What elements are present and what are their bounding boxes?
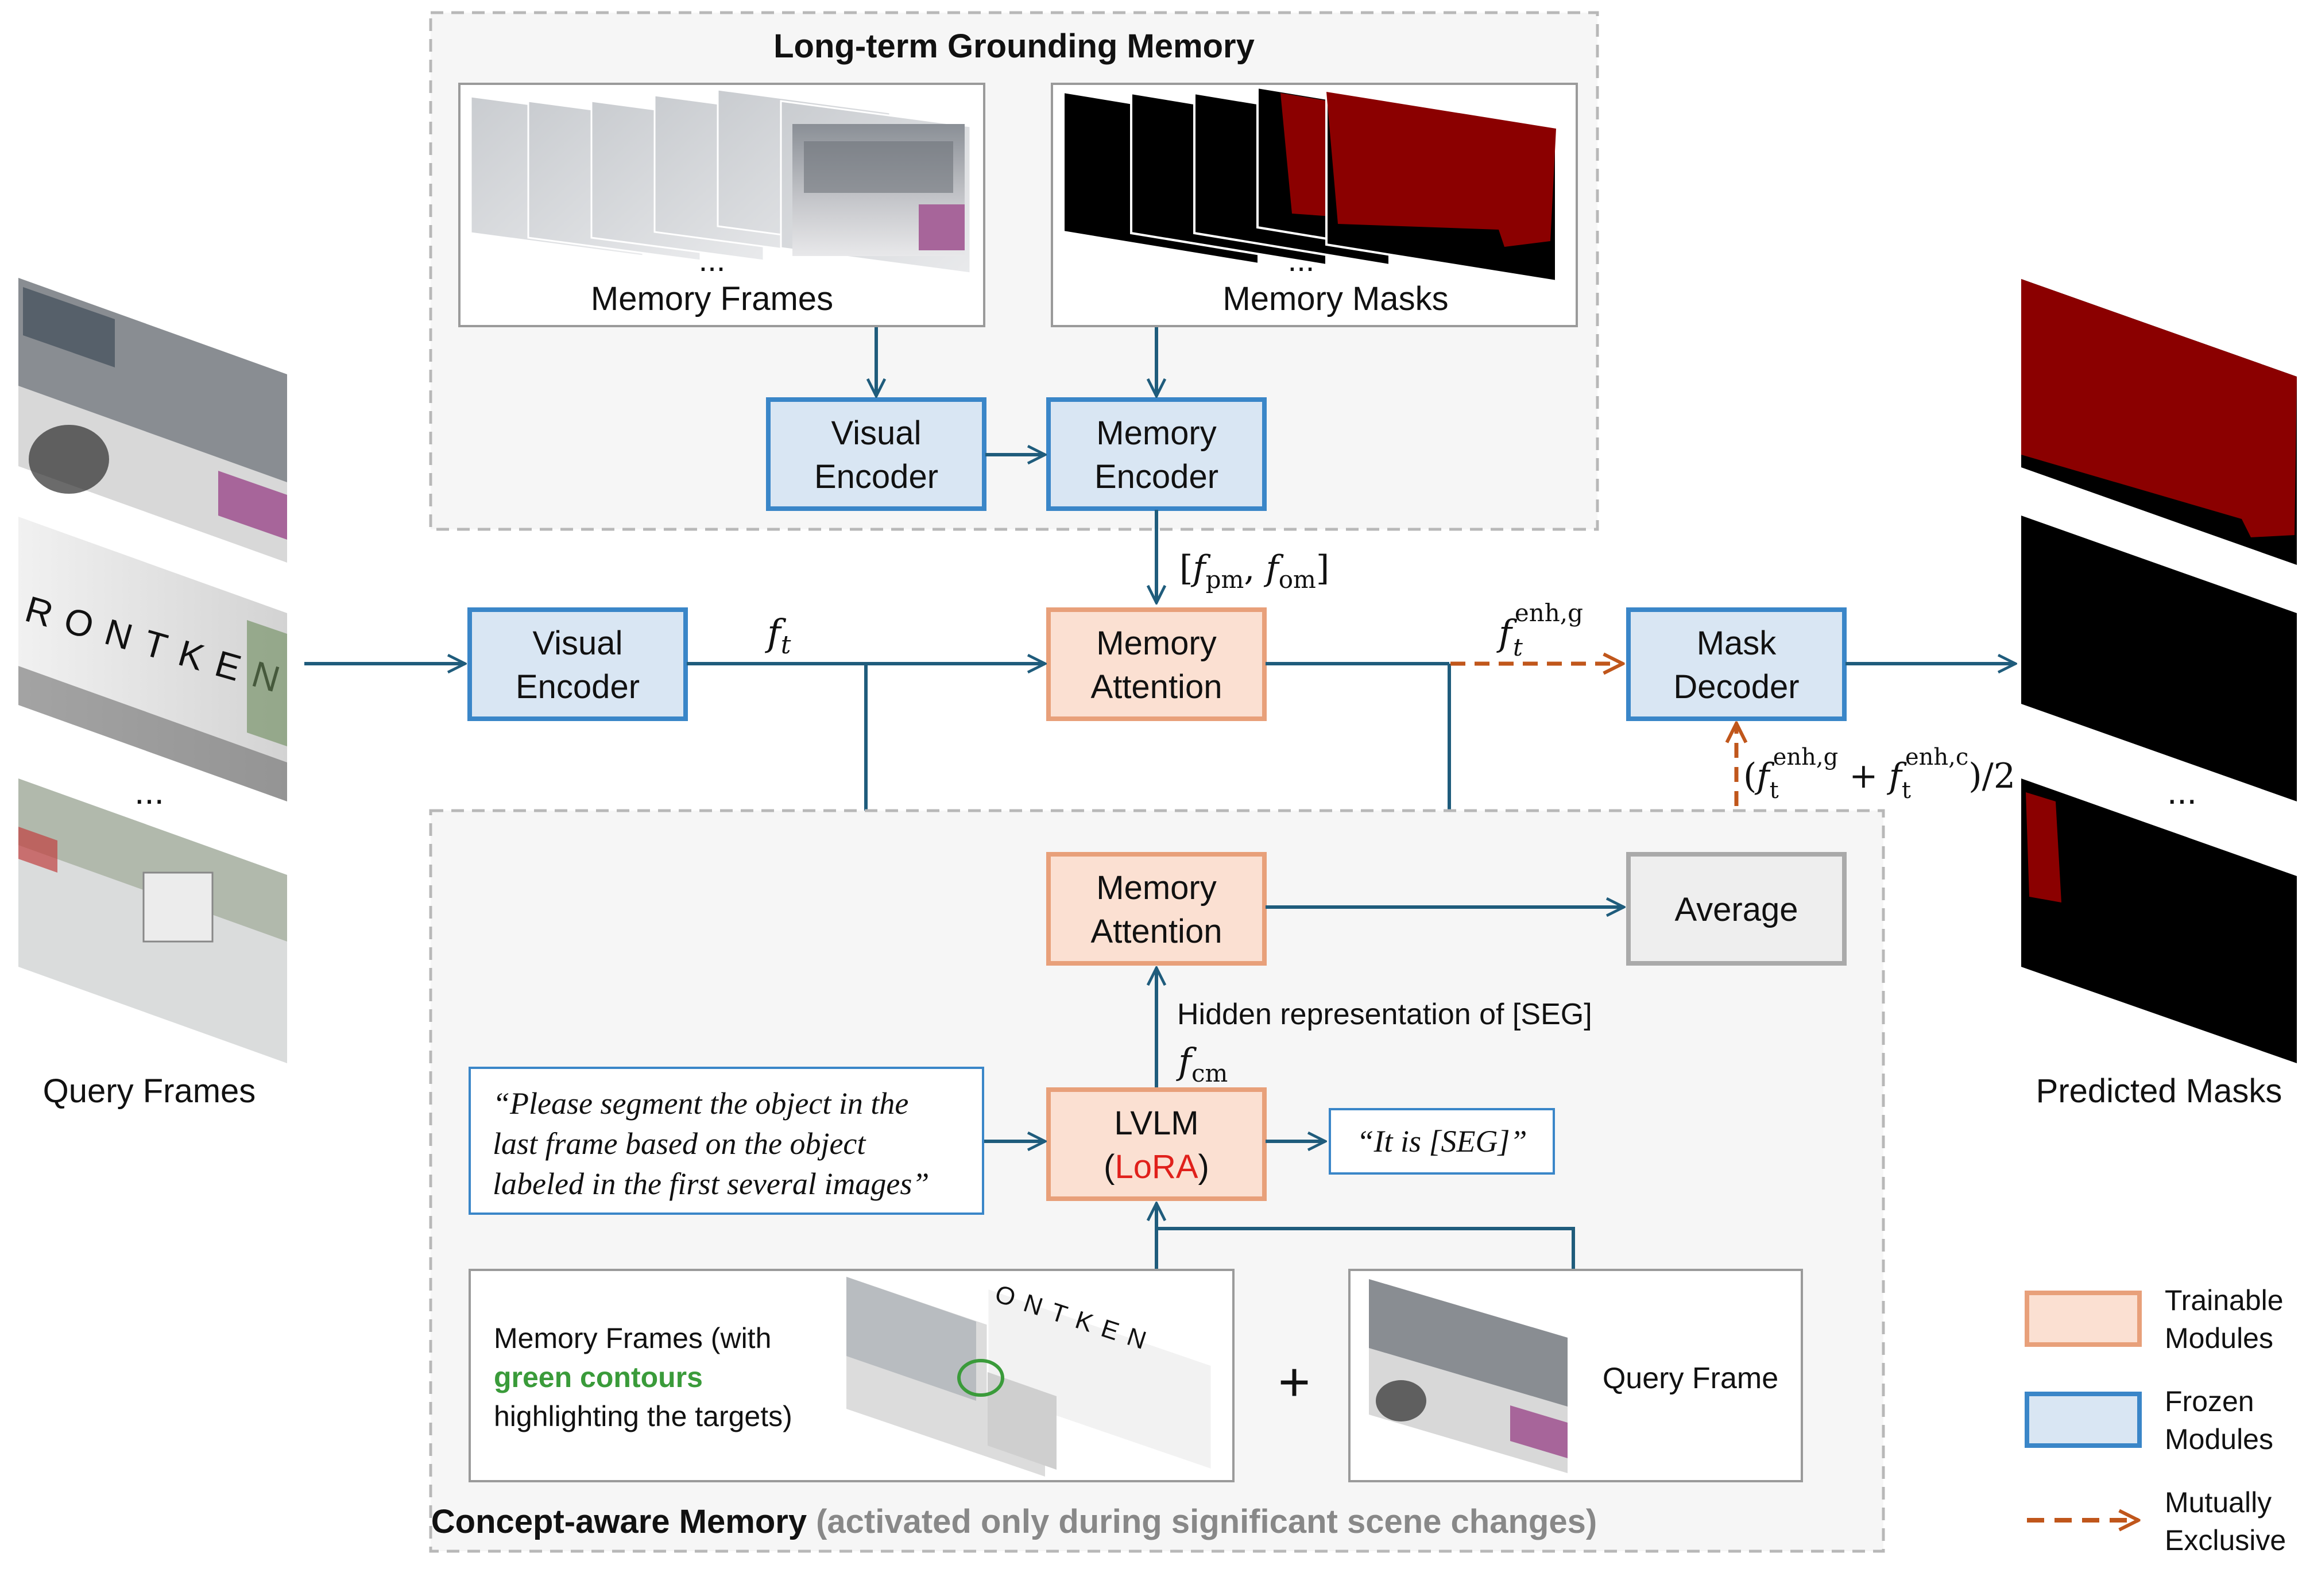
answer-text: “It is [SEG]” [1356,1124,1527,1159]
ltm-visual-encoder [766,397,986,511]
predicted-masks-label: Predicted Masks [2036,1072,2282,1110]
hidden-representation-label: Hidden representation of [SEG] [1177,998,1592,1031]
predicted-masks-ellipsis: ... [2167,772,2197,812]
legend-trainable-line1: Trainable [2165,1284,2284,1316]
query-frame-2: RONTKEN [18,517,297,801]
lvlm-label: LVLM [1114,1105,1198,1142]
f-pm-om-label: [fpm, fom] [1179,548,1329,594]
f-enh-g-label: ftenh,g [1496,599,1583,661]
legend-trainable-line2: Modules [2165,1322,2273,1354]
legend-frozen-line1: Frozen [2165,1385,2254,1417]
legend-exclusive-line2: Exclusive [2165,1524,2286,1556]
f-t-label: ft [765,612,791,660]
memory-frames-stack [470,88,972,274]
legend-exclusive-line1: Mutually [2165,1486,2272,1518]
prompt-line-1: “Please segment the object in the [493,1086,908,1121]
memory-encoder-line1: Memory [1096,415,1216,452]
prompt-box [469,1067,984,1215]
mask-decoder [1626,607,1847,721]
query-frames-label: Query Frames [43,1072,256,1110]
prompt-line-3: labeled in the first several images” [493,1167,929,1201]
query-frame-thumbnail [1369,1279,1568,1473]
mask-decoder-line2: Decoder [1673,668,1799,706]
main-memory-attention-line2: Attention [1091,668,1222,706]
mask-decoder-line1: Mask [1697,625,1777,662]
exclusive-arrows [1450,664,1736,854]
query-frames-ellipsis: ... [134,772,164,812]
memory-masks-label: Memory Masks [1222,280,1448,317]
legend-frozen-swatch [2025,1392,2142,1448]
concept-memory-title: Concept-aware Memory(activated only duri… [431,1503,1597,1540]
contour-frames-green: green contours [494,1361,703,1393]
long-term-memory-title: Long-term Grounding Memory [773,28,1255,65]
memory-frames-ellipsis: ... [699,242,726,278]
concept-memory-attention-line2: Attention [1091,913,1222,950]
main-memory-attention-line1: Memory [1096,625,1216,662]
memory-masks-stack [1062,86,1557,283]
ltm-visual-encoder-line2: Encoder [814,458,938,495]
ltm-visual-encoder-line1: Visual [831,415,922,452]
memory-encoder-line2: Encoder [1094,458,1218,495]
query-frame-3 [18,778,287,1063]
main-visual-encoder [467,607,688,721]
ltm-arrows [876,327,1156,603]
concept-arrows [984,907,1624,1269]
main-visual-encoder-line2: Encoder [516,668,640,706]
memory-frames-label: Memory Frames [591,280,833,317]
main-memory-attention [1046,607,1267,721]
concept-memory-attention [1046,852,1267,966]
query-frame-1 [18,278,287,563]
average-box [1626,852,1847,966]
plus-sign: + [1278,1351,1310,1413]
contour-frames-line3: highlighting the targets) [494,1400,792,1432]
concept-memory-attention-line1: Memory [1096,869,1216,907]
query-frames-stack: RONTKEN ... [18,278,297,1063]
main-visual-encoder-line1: Visual [533,625,623,662]
lora-label: (LoRA) [1104,1148,1209,1186]
lvlm-box [1046,1087,1267,1201]
average-label: Average [1675,891,1798,928]
answer-box [1329,1108,1555,1175]
legend-frozen-line2: Modules [2165,1423,2273,1455]
average-formula-label: (ftenh,g + ftenh,c)/2 [1743,744,2015,804]
legend: Trainable Modules Frozen Modules Mutuall… [2025,1284,2286,1556]
memory-masks-ellipsis: ... [1288,242,1315,278]
contour-frames-line1: Memory Frames (with [494,1322,771,1354]
predicted-masks-stack: ... [2021,279,2297,1063]
prompt-line-2: last frame based on the object [493,1126,866,1161]
memory-encoder [1046,397,1267,511]
legend-trainable-swatch [2025,1291,2142,1347]
query-frame-label: Query Frame [1603,1362,1778,1395]
contour-frames-stack: ONTKEN [846,1277,1213,1477]
